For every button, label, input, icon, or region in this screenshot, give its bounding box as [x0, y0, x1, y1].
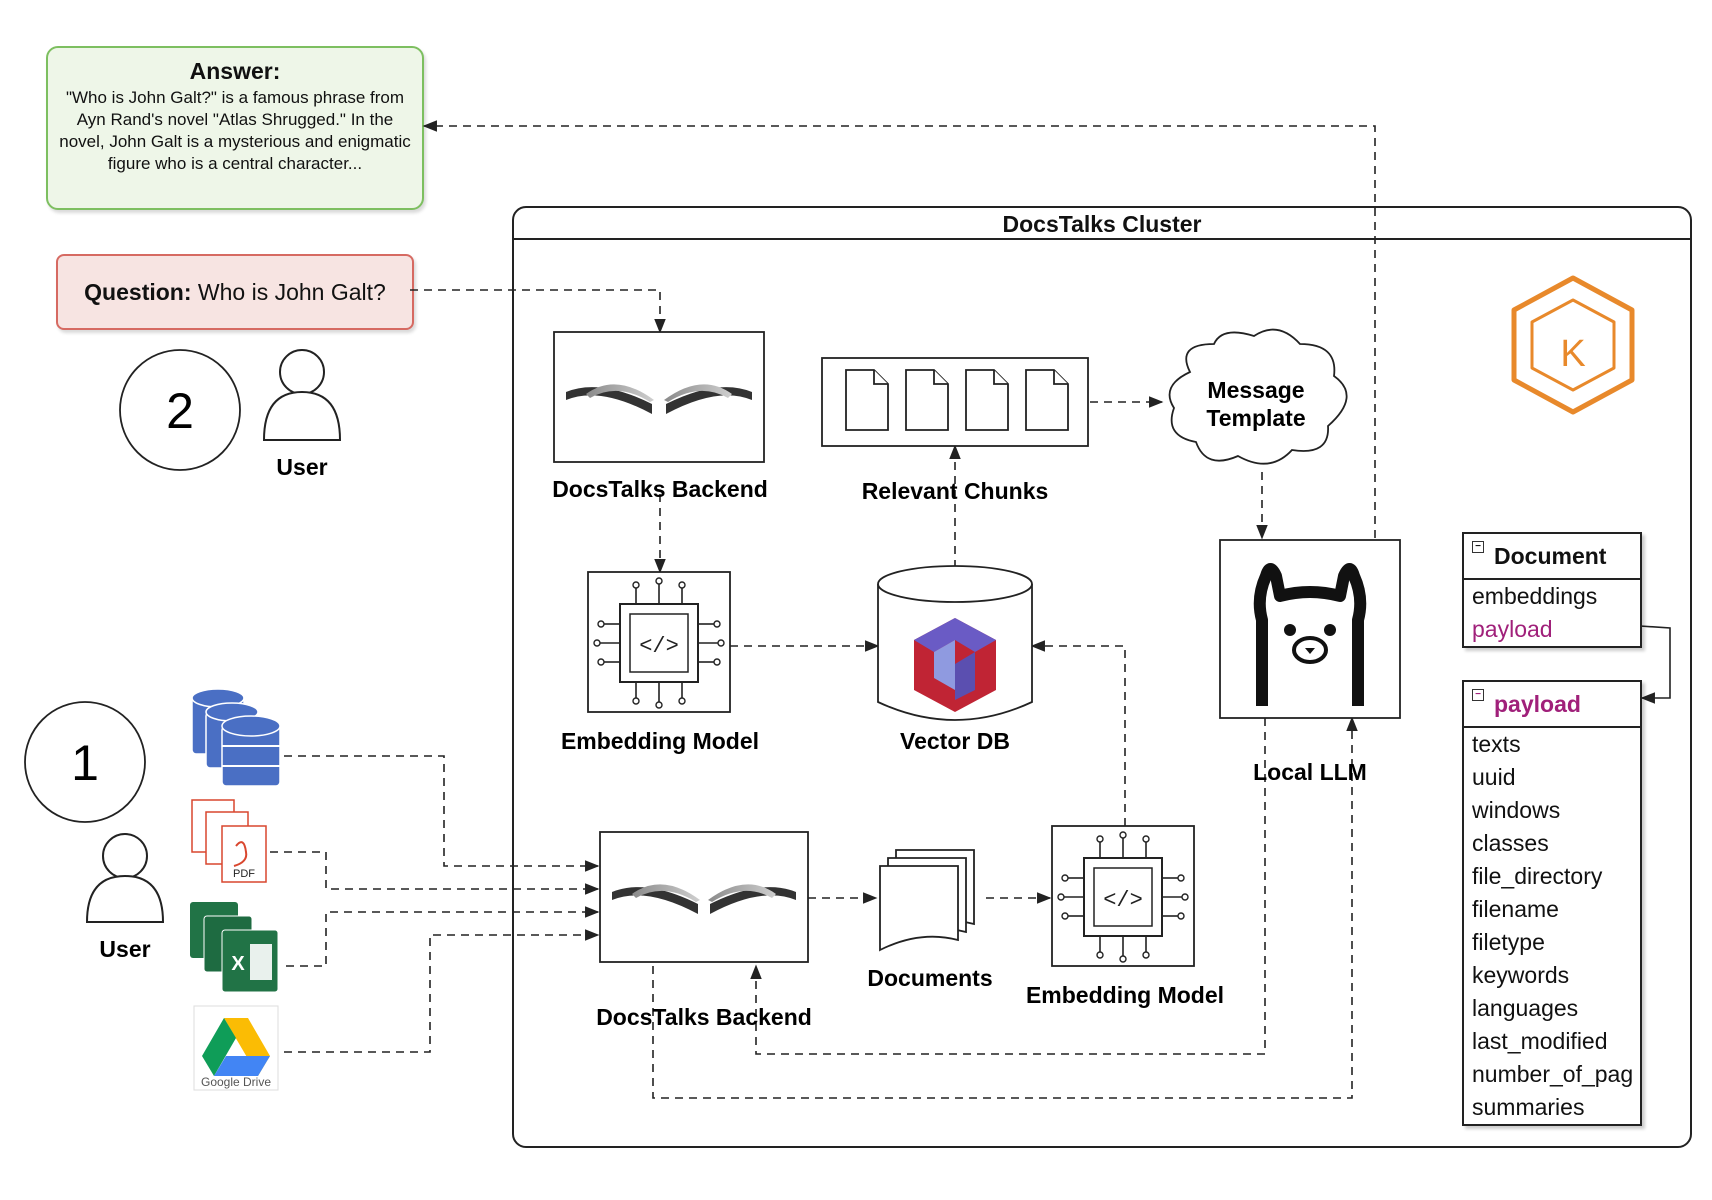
- payload-field: texts: [1472, 731, 1521, 757]
- payload-field: file_directory: [1472, 863, 1603, 889]
- payload-field: summaries: [1472, 1094, 1585, 1120]
- ingest-user-label: User: [99, 936, 150, 962]
- relevant-chunks-label: Relevant Chunks: [862, 478, 1049, 504]
- answer-heading: Answer:: [189, 58, 281, 84]
- arrow-llm-to-answer: [422, 120, 1376, 538]
- payload-field: number_of_pag: [1472, 1061, 1634, 1087]
- payload-table-header: − payload: [1464, 682, 1640, 728]
- local-llm-label: Local LLM: [1253, 759, 1367, 785]
- arrow-db-to-backend: [284, 755, 600, 872]
- payload-field: languages: [1472, 995, 1579, 1021]
- docstalks-backend-bottom-icon: [599, 831, 809, 963]
- excel-icon: X: [190, 902, 279, 993]
- documents-icon: [879, 849, 975, 952]
- local-llm-icon: [1219, 539, 1401, 719]
- arrow-backend-to-llm: [652, 716, 1358, 1099]
- document-field: payload: [1472, 616, 1553, 642]
- embedding-model-bottom-icon: </>: [1051, 825, 1195, 967]
- message-template-label-1: Message: [1207, 377, 1304, 403]
- document-field: embeddings: [1472, 583, 1598, 609]
- vector-db-label: Vector DB: [900, 728, 1010, 754]
- payload-field: last_modified: [1472, 1028, 1608, 1054]
- backend-top-label: DocsTalks Backend: [552, 476, 768, 502]
- collapse-icon[interactable]: −: [1472, 541, 1484, 553]
- docstalks-cluster: DocsTalks Cluster: [512, 206, 1692, 1148]
- excel-badge: X: [231, 953, 245, 975]
- document-table-title: Document: [1494, 543, 1607, 569]
- database-icon: [191, 688, 281, 787]
- message-template-cloud: [1168, 328, 1348, 465]
- embedding-model-top-label: Embedding Model: [561, 728, 759, 754]
- payload-table-title: payload: [1494, 691, 1581, 717]
- arrow-question-to-backend: [410, 289, 666, 334]
- question-label: Question:: [84, 279, 192, 305]
- svg-text:</>: </>: [639, 634, 679, 659]
- pdf-icon: PDF: [191, 799, 267, 883]
- payload-table: − payload texts uuid windows classes fil…: [1462, 680, 1642, 1126]
- arrow-embedding2-to-vectordb: [1030, 640, 1126, 826]
- docstalks-backend-top-icon: [553, 331, 765, 463]
- payload-field: windows: [1472, 797, 1561, 823]
- step-two-number: 2: [166, 383, 194, 439]
- embedding-model-bottom-label: Embedding Model: [1026, 982, 1224, 1008]
- answer-text: "Who is John Galt?" is a famous phrase f…: [59, 88, 411, 173]
- svg-text:</>: </>: [1103, 888, 1143, 913]
- arrow-drive-to-backend: [284, 929, 600, 1053]
- google-drive-icon: Google Drive: [193, 1005, 279, 1091]
- documents-label: Documents: [867, 965, 992, 991]
- vector-db-icon: [877, 565, 1033, 721]
- google-drive-label: Google Drive: [201, 1075, 271, 1089]
- kubernetes-icon: K: [1511, 275, 1635, 415]
- relevant-chunks-icon: [821, 357, 1089, 447]
- query-user-label: User: [276, 454, 327, 480]
- arrow-llm-to-backend: [750, 718, 1266, 1055]
- question-note: Question: Who is John Galt?: [56, 254, 414, 330]
- document-table-header: − Document: [1464, 534, 1640, 580]
- message-template-label-2: Template: [1206, 405, 1305, 431]
- arrow-pdf-to-backend: [270, 851, 600, 895]
- backend-bottom-label: DocsTalks Backend: [596, 1004, 812, 1030]
- collapse-icon[interactable]: −: [1472, 689, 1484, 701]
- cluster-title: DocsTalks Cluster: [514, 208, 1690, 240]
- payload-field: classes: [1472, 830, 1549, 856]
- connectors: [270, 120, 1671, 1099]
- arrow-excel-to-backend: [286, 906, 600, 967]
- embedding-model-top-icon: </>: [587, 571, 731, 713]
- payload-field: filetype: [1472, 929, 1545, 955]
- step-one-circle: [24, 701, 146, 823]
- step-two-circle: [119, 349, 241, 471]
- pdf-badge: PDF: [233, 868, 255, 880]
- kubernetes-letter: K: [1560, 333, 1585, 375]
- connector-document-payload: [1639, 625, 1671, 704]
- step-one-number: 1: [71, 735, 99, 791]
- document-table: − Document embeddings payload: [1462, 532, 1642, 648]
- user-icon: [262, 349, 342, 441]
- payload-field: uuid: [1472, 764, 1516, 790]
- payload-field: filename: [1472, 896, 1559, 922]
- answer-note: Answer: "Who is John Galt?" is a famous …: [46, 46, 424, 210]
- question-text: Who is John Galt?: [197, 279, 386, 305]
- user-icon: [85, 833, 165, 923]
- payload-field: keywords: [1472, 962, 1570, 988]
